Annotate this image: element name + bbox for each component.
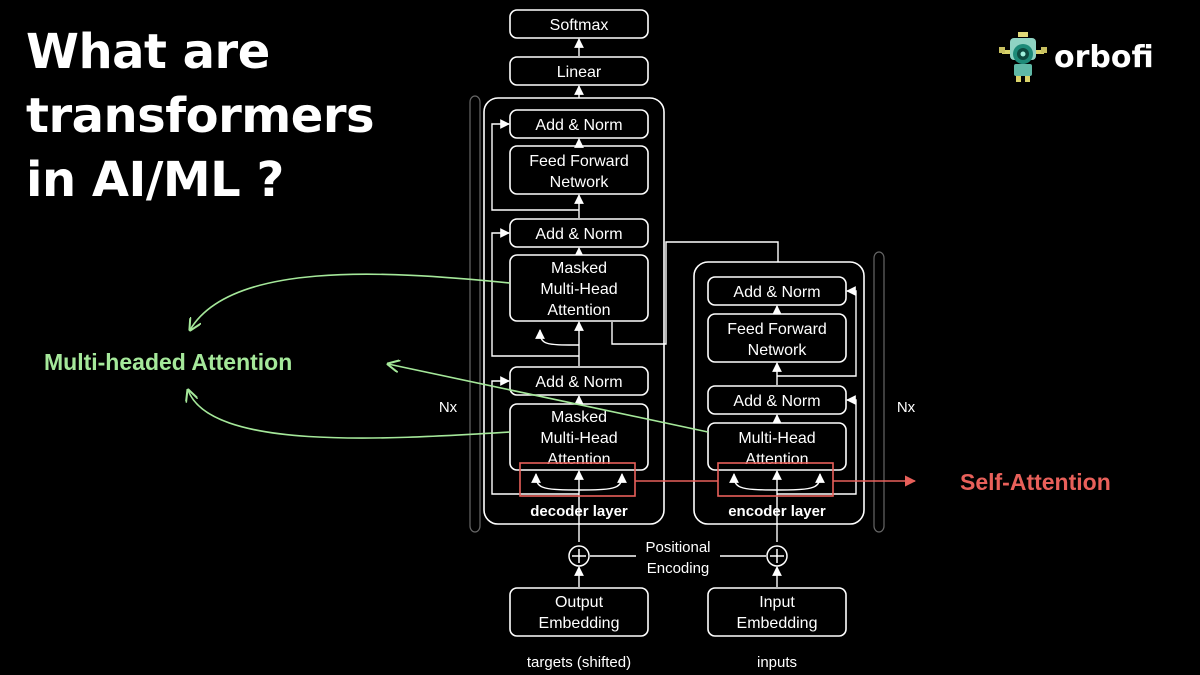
page-title: What are transformers in AI/ML ?: [26, 20, 426, 212]
self-attention-label: Self-Attention: [960, 469, 1111, 495]
decoder-masked-mha-upper: Masked Multi-Head Attention: [509, 254, 649, 322]
brand-name: orbofi: [1054, 39, 1154, 75]
svg-text:Embedding: Embedding: [539, 615, 620, 632]
svg-text:Add & Norm: Add & Norm: [535, 117, 622, 134]
encoder-feed-forward: Feed Forward Network: [707, 313, 847, 363]
decoder-self-attention-highlight: [519, 462, 636, 497]
encoder-multi-head-attention: Multi-Head Attention: [707, 422, 847, 471]
svg-text:Attention: Attention: [547, 302, 610, 319]
encoder-plus-icon: [766, 545, 788, 567]
svg-text:Multi-Head: Multi-Head: [540, 281, 617, 298]
softmax-block: Softmax: [509, 9, 649, 39]
svg-text:Add & Norm: Add & Norm: [733, 284, 820, 301]
svg-text:Feed Forward: Feed Forward: [727, 321, 827, 338]
brand-logo: orbofi: [996, 30, 1154, 84]
decoder-layer-label: decoder layer: [530, 503, 628, 520]
title-line-2: transformers: [26, 88, 375, 144]
decoder-add-norm-mid: Add & Norm: [509, 218, 649, 248]
svg-text:Masked: Masked: [551, 260, 607, 277]
positional-label-2: Encoding: [647, 560, 710, 577]
svg-text:Embedding: Embedding: [737, 615, 818, 632]
encoder-nx-bracket: [873, 251, 885, 533]
svg-text:Output: Output: [555, 594, 604, 611]
svg-text:Attention: Attention: [547, 451, 610, 468]
encoder-self-attention-highlight: [717, 462, 834, 497]
inputs-label: inputs: [757, 654, 797, 671]
svg-text:Add & Norm: Add & Norm: [535, 374, 622, 391]
positional-label-1: Positional: [645, 539, 710, 556]
encoder-nx-label: Nx: [897, 399, 916, 416]
svg-text:Add & Norm: Add & Norm: [733, 393, 820, 410]
encoder-add-norm-top: Add & Norm: [707, 276, 847, 306]
svg-text:Add & Norm: Add & Norm: [535, 226, 622, 243]
robot-mascot-icon: [999, 32, 1047, 82]
decoder-add-norm-top: Add & Norm: [509, 109, 649, 139]
svg-text:Network: Network: [550, 174, 610, 191]
output-embedding-block: Output Embedding: [509, 587, 649, 637]
multi-headed-attention-label: Multi-headed Attention: [44, 349, 292, 375]
svg-text:Multi-Head: Multi-Head: [738, 430, 815, 447]
linear-label: Linear: [557, 64, 602, 81]
svg-text:Network: Network: [748, 342, 808, 359]
softmax-label: Softmax: [550, 17, 609, 34]
linear-block: Linear: [509, 56, 649, 86]
decoder-masked-mha-lower: Masked Multi-Head Attention: [509, 403, 649, 471]
decoder-add-norm-low: Add & Norm: [509, 366, 649, 396]
svg-text:Input: Input: [759, 594, 795, 611]
svg-text:Attention: Attention: [745, 451, 808, 468]
svg-text:Feed Forward: Feed Forward: [529, 153, 629, 170]
input-embedding-block: Input Embedding: [707, 587, 847, 637]
decoder-plus-icon: [568, 545, 590, 567]
decoder-nx-bracket: [469, 95, 481, 533]
decoder-nx-label: Nx: [439, 399, 458, 416]
decoder-feed-forward: Feed Forward Network: [509, 145, 649, 195]
targets-label: targets (shifted): [527, 654, 631, 671]
title-line-1: What are: [26, 24, 270, 80]
svg-text:Multi-Head: Multi-Head: [540, 430, 617, 447]
encoder-layer-label: encoder layer: [728, 503, 826, 520]
title-line-3: in AI/ML ?: [26, 152, 284, 208]
encoder-add-norm-low: Add & Norm: [707, 385, 847, 415]
svg-text:Masked: Masked: [551, 409, 607, 426]
